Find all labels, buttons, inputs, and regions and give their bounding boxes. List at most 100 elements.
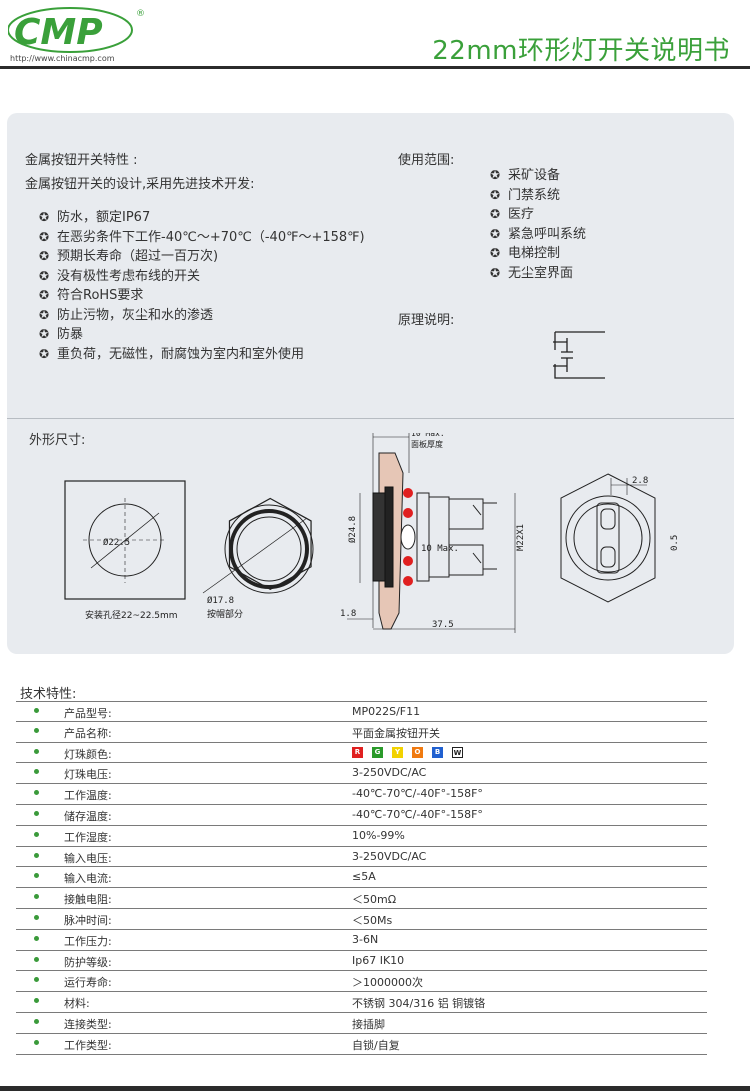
list-item: ✪重负荷，无磁性，耐腐蚀为室内和室外使用 bbox=[39, 345, 365, 365]
list-item: ✪符合RoHS要求 bbox=[39, 286, 365, 306]
thread-label: M22X1 bbox=[516, 524, 526, 551]
usage-text: 无尘室界面 bbox=[508, 265, 574, 281]
list-item: ✪电梯控制 bbox=[490, 244, 586, 264]
star-bullet-icon: ✪ bbox=[490, 168, 501, 182]
list-item: ✪门禁系统 bbox=[490, 186, 586, 206]
feature-text: 防水，额定IP67 bbox=[57, 210, 151, 225]
feature-text: 没有极性考虑布线的开关 bbox=[57, 268, 201, 284]
star-bullet-icon: ✪ bbox=[490, 207, 501, 221]
length-label: 37.5 bbox=[432, 620, 454, 630]
table-row: 输入电流:≤5A bbox=[16, 867, 707, 889]
spec-label: 脉冲时间: bbox=[64, 913, 112, 927]
table-row: 灯珠电压: 3-250VDC/AC bbox=[16, 763, 707, 785]
green-dot-icon bbox=[34, 790, 39, 796]
spec-value: 10%-99% bbox=[352, 828, 405, 842]
green-dot-icon bbox=[34, 708, 39, 713]
spec-label: 灯珠电压: bbox=[64, 768, 112, 782]
star-bullet-icon: ✪ bbox=[39, 268, 50, 283]
table-row: 材料:不锈钢 304/316 铝 铜镀铬 bbox=[16, 992, 707, 1013]
body-diameter-label: Ø24.8 bbox=[347, 516, 358, 543]
document-title: 22mm环形灯开关说明书 bbox=[432, 36, 730, 66]
panel-divider bbox=[7, 418, 734, 419]
green-dot-icon bbox=[34, 1039, 39, 1045]
led-swatch-yellow: Y bbox=[392, 746, 403, 758]
green-dot-icon bbox=[34, 748, 39, 754]
feature-text: 防暴 bbox=[57, 327, 84, 342]
spec-value: Ip67 IK10 bbox=[352, 953, 405, 967]
list-item: ✪ 防水，额定IP67 bbox=[39, 208, 365, 228]
table-row: 灯珠颜色: R G Y O B W bbox=[16, 743, 707, 764]
mounting-hole-view: Ø22.5 bbox=[64, 480, 186, 600]
green-dot-icon bbox=[34, 873, 39, 879]
panel-thickness-caption: 面板厚度 bbox=[411, 439, 443, 449]
front-hex-view: Ø17.8 按帽部分 bbox=[202, 497, 314, 620]
star-bullet-icon: ✪ bbox=[490, 226, 501, 241]
list-item: ✪ 没有极性考虑布线的开关 bbox=[39, 267, 365, 287]
table-row: 连接类型:接插脚 bbox=[16, 1013, 707, 1034]
spec-label: 工作压力: bbox=[64, 934, 112, 948]
list-item: ✪ 在恶劣条件下工作-40℃～+70℃（-40℉～+158℉) bbox=[39, 228, 365, 248]
star-bullet-icon: ✪ bbox=[39, 288, 50, 302]
green-dot-icon bbox=[34, 769, 39, 775]
table-row: 产品型号:MP022S/F11 bbox=[16, 701, 707, 722]
hole-caption: 安装孔径22~22.5mm bbox=[85, 609, 178, 621]
led-color-swatches: R G Y O B W bbox=[352, 746, 463, 758]
table-row: 储存温度: -40℃-70℃/-40F°-158F° bbox=[16, 805, 707, 826]
spec-label: 储存温度: bbox=[64, 809, 112, 823]
features-heading: 金属按钮开关特性 : bbox=[25, 153, 138, 168]
spec-label: 防护等级: bbox=[64, 955, 112, 969]
panel-max-text: 10 Max. bbox=[411, 433, 445, 438]
spec-table: 产品型号:MP022S/F11 产品名称:平面金属按钮开关 灯珠颜色: R G … bbox=[16, 701, 707, 1055]
spec-label: 工作湿度: bbox=[64, 830, 112, 844]
spec-label: 运行寿命: bbox=[64, 976, 112, 990]
led-swatch-red: R bbox=[352, 746, 363, 758]
led-swatch-green: G bbox=[372, 746, 383, 758]
spec-value: 3-250VDC/AC bbox=[352, 849, 427, 863]
table-row: 工作温度:-40℃-70℃/-40F°-158F° bbox=[16, 784, 707, 805]
usage-heading: 使用范围: bbox=[398, 153, 455, 168]
green-dot-icon bbox=[34, 956, 39, 962]
info-panel: 金属按钮开关特性 : 金属按钮开关的设计,采用先进技术开发: ✪防水，额定IP6… bbox=[7, 113, 734, 654]
usage-text: 医疗 bbox=[508, 207, 535, 222]
table-row: 工作压力:3-6N bbox=[16, 930, 707, 951]
spec-value: 3-250VDC/AC bbox=[352, 766, 427, 780]
green-dot-icon bbox=[34, 1018, 39, 1024]
spec-value: MP022S/F11 bbox=[352, 705, 421, 718]
usage-list: ✪采矿设备 ✪门禁系统 ✪医疗 ✪紧急呼叫系统 ✪电梯控制 ✪无尘室界面 bbox=[490, 166, 586, 283]
spec-value: -40℃-70℃/-40F°-158F° bbox=[352, 787, 483, 801]
cmp-logo-mark: CMP ® bbox=[8, 7, 145, 53]
green-dot-icon bbox=[34, 998, 39, 1004]
hole-diameter-label: Ø22.5 bbox=[103, 537, 130, 548]
green-dot-icon bbox=[34, 810, 39, 816]
green-dot-icon bbox=[34, 831, 39, 837]
feature-text: 在恶劣条件下工作-40℃～+70℃（-40℉～+158℉) bbox=[57, 229, 365, 245]
cmp-logo: CMP ® http://www.chinacmp.com bbox=[8, 6, 148, 66]
dimensions-heading: 外形尺寸: bbox=[29, 433, 86, 448]
feature-text: 重负荷，无磁性，耐腐蚀为室内和室外使用 bbox=[57, 346, 305, 362]
spec-value: -40℃-70℃/-40F°-158F° bbox=[352, 807, 483, 821]
star-bullet-icon: ✪ bbox=[490, 265, 501, 280]
feature-text: 预期长寿命（超过一百万次) bbox=[57, 249, 219, 264]
table-row: 产品名称:平面金属按钮开关 bbox=[16, 722, 707, 743]
led-swatch-blue: B bbox=[432, 746, 443, 758]
star-bullet-icon: ✪ bbox=[39, 210, 50, 224]
spec-value: 自锁/自复 bbox=[352, 1038, 400, 1052]
principle-heading: 原理说明: bbox=[398, 313, 455, 328]
star-bullet-icon: ✪ bbox=[490, 187, 501, 202]
spec-value: ＜50mΩ bbox=[352, 893, 397, 907]
technical-drawing: Ø22.5 安装孔径22~22.5mm Ø17.8 按帽部分 10 Max. bbox=[64, 433, 680, 633]
list-item: ✪ 无尘室界面 bbox=[490, 264, 586, 284]
spec-value: 平面金属按钮开关 bbox=[352, 726, 440, 740]
list-item: ✪防止污物，灰尘和水的渗透 bbox=[39, 306, 365, 326]
spec-title: 技术特性: bbox=[20, 687, 77, 702]
spec-label: 输入电压: bbox=[64, 851, 112, 865]
green-dot-icon bbox=[34, 977, 39, 983]
rear-hex-view: 2.8 0.5 bbox=[560, 473, 680, 603]
switch-schematic bbox=[553, 331, 605, 379]
green-dot-icon bbox=[34, 894, 39, 900]
cap-diameter-label: Ø17.8 bbox=[207, 595, 234, 606]
green-dot-icon bbox=[34, 935, 39, 941]
green-dot-icon bbox=[34, 727, 39, 733]
star-bullet-icon: ✪ bbox=[39, 229, 50, 244]
logo-letters: CMP bbox=[14, 12, 103, 53]
